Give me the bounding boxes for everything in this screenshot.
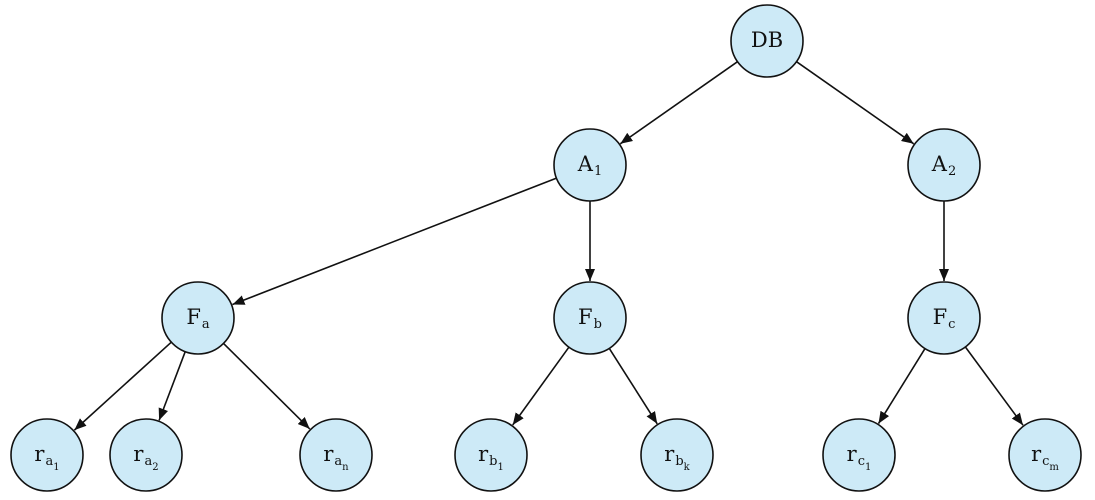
node-a2: A2	[907, 128, 981, 202]
node-circle-fa	[161, 281, 235, 355]
node-rc1: rc1	[822, 418, 896, 492]
edge-fa-to-ran	[222, 342, 311, 430]
node-label-ra2: ra2	[133, 442, 158, 473]
node-label-base: F	[578, 305, 593, 329]
edge-fa-to-ra2	[158, 351, 186, 421]
node-label-sub-subscript: m	[1049, 462, 1059, 473]
node-label-base: r	[478, 442, 489, 466]
node-fb: Fb	[553, 281, 627, 355]
node-label-base: r	[664, 442, 675, 466]
node-rcm: rcm	[1008, 418, 1082, 492]
node-label-base: r	[1031, 442, 1042, 466]
node-label-subscript: a	[45, 454, 53, 469]
node-label-sub-subscript: n	[342, 462, 349, 473]
node-label-base: F	[186, 305, 201, 329]
node-label-a2: A2	[931, 152, 956, 179]
node-label-sub-subscript: 1	[53, 462, 59, 473]
node-label-subscript: c	[948, 317, 955, 332]
node-label-base: DB	[751, 28, 783, 52]
edge-fb-to-rbk	[608, 347, 658, 425]
edge-fc-to-rc1	[877, 348, 926, 425]
edge-db-to-a2	[796, 61, 915, 145]
node-label-fa: Fa	[186, 305, 210, 332]
node-label-rb1: rb1	[478, 442, 504, 473]
node-label-rbk: rbk	[664, 442, 690, 473]
node-ran: ran	[299, 418, 373, 492]
node-label-subscript: a	[334, 454, 342, 469]
node-label-ran: ran	[323, 442, 349, 473]
node-label-subscript: a	[202, 317, 210, 332]
node-label-base: r	[847, 442, 858, 466]
node-label-rcm: rcm	[1031, 442, 1059, 473]
node-label-subscript: b	[489, 454, 497, 469]
node-label-ra1: ra1	[34, 442, 59, 473]
node-label-fb: Fb	[578, 305, 602, 332]
node-label-sub-subscript: 1	[865, 462, 871, 473]
node-circle-db	[730, 4, 804, 78]
node-circle-rcm	[1008, 418, 1082, 492]
edge-fb-to-rb1	[512, 346, 570, 426]
node-fa: Fa	[161, 281, 235, 355]
node-fc: Fc	[907, 281, 981, 355]
node-label-base: A	[577, 152, 594, 176]
node-circle-ra2	[109, 418, 183, 492]
node-circle-rbk	[640, 418, 714, 492]
edge-a1-to-fa	[232, 177, 557, 306]
node-label-subscript: c	[858, 454, 865, 469]
node-label-subscript: 2	[948, 164, 956, 179]
node-circle-a1	[553, 128, 627, 202]
node-label-rc1: rc1	[847, 442, 872, 473]
edge-fc-to-rcm	[964, 346, 1024, 426]
node-circle-fc	[907, 281, 981, 355]
node-label-base: A	[931, 152, 948, 176]
node-label-db: DB	[751, 28, 783, 52]
edge-fa-to-ra1	[73, 341, 172, 431]
node-ra1: ra1	[10, 418, 84, 492]
node-a1: A1	[553, 128, 627, 202]
node-circle-rb1	[454, 418, 528, 492]
node-label-sub-subscript: 1	[498, 462, 504, 473]
node-label-sub-subscript: 2	[152, 462, 158, 473]
node-label-base: r	[323, 442, 334, 466]
node-circle-rc1	[822, 418, 896, 492]
node-db: DB	[730, 4, 804, 78]
node-label-subscript: 1	[594, 164, 602, 179]
node-label-subscript: b	[594, 317, 602, 332]
node-circle-ra1	[10, 418, 84, 492]
node-circle-a2	[907, 128, 981, 202]
node-circle-ran	[299, 418, 373, 492]
node-label-fc: Fc	[933, 305, 956, 332]
edge-db-to-a1	[619, 61, 738, 145]
edges-group	[73, 61, 1024, 431]
node-label-a1: A1	[577, 152, 602, 179]
node-rbk: rbk	[640, 418, 714, 492]
node-label-sub-subscript: k	[684, 462, 691, 473]
node-label-subscript: b	[675, 454, 683, 469]
node-label-base: F	[933, 305, 948, 329]
node-ra2: ra2	[109, 418, 183, 492]
node-label-base: r	[133, 442, 144, 466]
node-label-subscript: c	[1042, 454, 1049, 469]
node-circle-fb	[553, 281, 627, 355]
node-rb1: rb1	[454, 418, 528, 492]
node-label-subscript: a	[144, 454, 152, 469]
node-label-base: r	[34, 442, 45, 466]
